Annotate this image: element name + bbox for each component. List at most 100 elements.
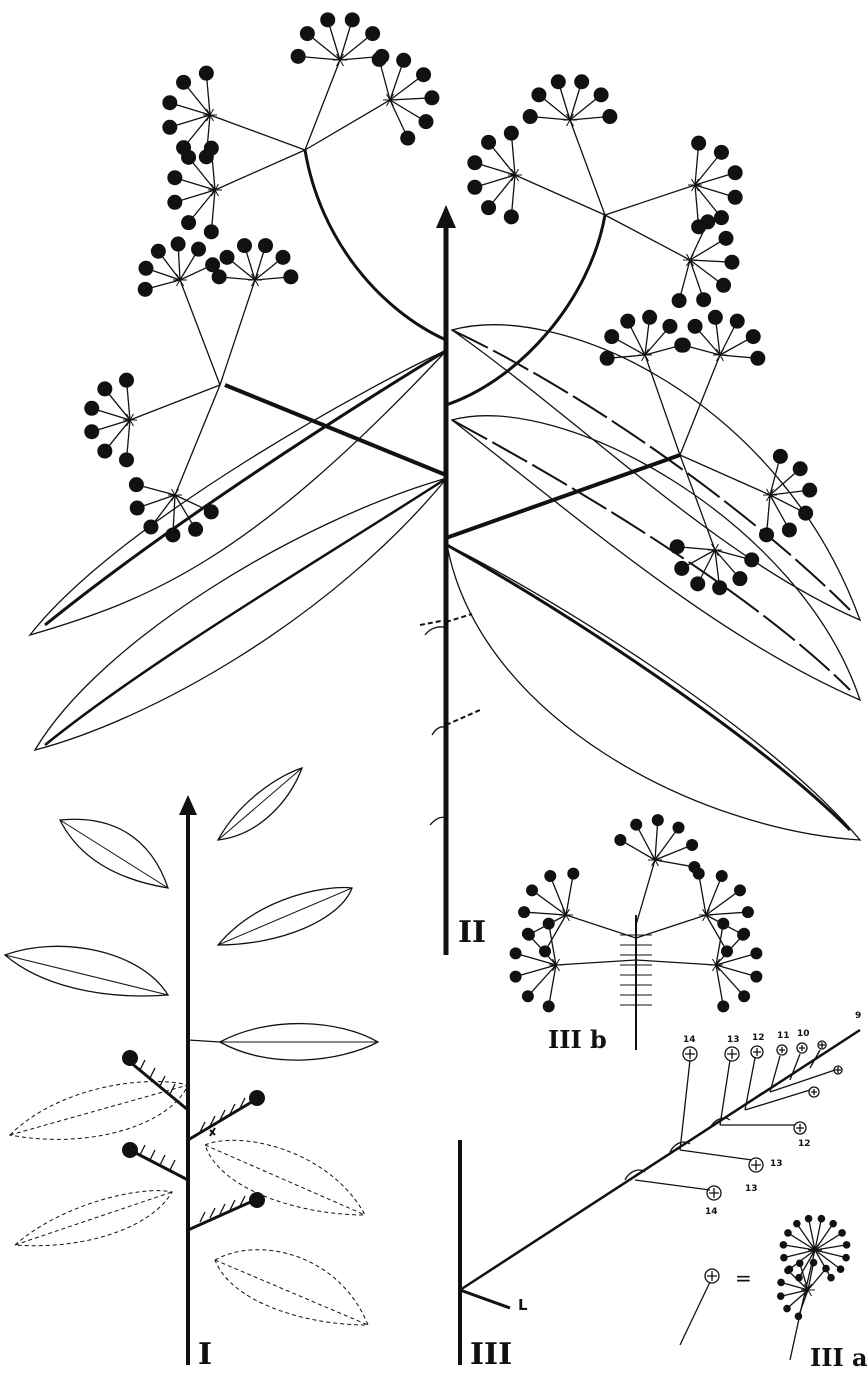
flower-dot — [715, 870, 728, 883]
flower-dot — [604, 329, 620, 345]
flower-dot — [526, 884, 539, 897]
flower-dot — [642, 309, 658, 325]
umbel — [467, 125, 522, 225]
flower-dot — [707, 309, 723, 325]
flower-dot — [518, 906, 531, 919]
flower-dot — [780, 1253, 788, 1262]
flower-dot — [712, 580, 728, 596]
flower-dot — [503, 125, 519, 141]
flower-dot — [176, 74, 192, 90]
flower-dot — [396, 52, 412, 68]
flower-dot — [290, 48, 306, 64]
flower-dot — [481, 134, 497, 150]
flower-dot — [804, 1214, 813, 1223]
flower-dot — [745, 329, 761, 345]
leaf-II-2 — [33, 476, 449, 752]
branch-II-left-upper — [303, 149, 447, 342]
inflorescence-II-c — [514, 119, 696, 261]
label-L: L — [518, 1296, 528, 1314]
umbel — [614, 814, 701, 873]
umbel — [692, 867, 754, 958]
number-label: 11 — [777, 1031, 790, 1041]
flower-dot — [481, 200, 497, 216]
label-figure-II: II — [458, 915, 487, 950]
inflorescence-II-b — [129, 279, 256, 496]
flower-dot — [662, 318, 678, 334]
number-label: 12 — [752, 1033, 765, 1043]
inflorescence-II-d — [644, 354, 771, 551]
number-label: 14 — [705, 1207, 718, 1217]
equals-sign: = — [735, 1266, 752, 1290]
flower-dot — [809, 1258, 818, 1267]
flower-dot — [424, 90, 440, 106]
flower-dot — [509, 947, 522, 960]
number-label: 9 — [855, 1011, 862, 1021]
flower-dot — [599, 350, 615, 366]
flower-dot — [688, 860, 701, 873]
umbel — [518, 867, 580, 958]
flower-dot — [119, 372, 135, 388]
flower-dot — [630, 818, 643, 831]
flower-dot — [817, 1214, 826, 1223]
figure-I — [3, 766, 380, 1365]
number-label: 12 — [798, 1139, 811, 1149]
flower-dot — [167, 170, 183, 186]
figure-III — [458, 1028, 861, 1365]
flower-dot — [842, 1241, 851, 1249]
flower-dot — [620, 313, 636, 329]
flower-dot — [203, 140, 219, 156]
flower-dot — [521, 927, 534, 940]
flower-dot — [750, 350, 766, 366]
flower-dot — [509, 970, 522, 983]
umbels-IIIa — [776, 1214, 851, 1321]
number-label: 13 — [770, 1159, 783, 1169]
flower-dot — [744, 552, 760, 568]
flower-dot — [167, 194, 183, 210]
flower-dot — [203, 504, 219, 520]
flower-dot — [138, 260, 154, 276]
figure-II — [28, 59, 862, 955]
flower-dot — [738, 990, 751, 1003]
flower-dot — [162, 119, 178, 135]
label-figure-III: III — [470, 1337, 513, 1372]
flower-dot — [717, 1000, 730, 1013]
flower-dot — [802, 482, 818, 498]
flower-dot — [724, 254, 740, 270]
flower-dot — [181, 215, 197, 231]
number-label: 10 — [797, 1029, 810, 1039]
leaf-I-dashed-2 — [204, 1139, 366, 1216]
flower-dot — [794, 1312, 803, 1321]
number-label: 13 — [727, 1035, 740, 1045]
flower-dot — [793, 1219, 801, 1228]
number-label: 13 — [745, 1184, 758, 1194]
flower-dot — [838, 1229, 846, 1237]
umbel — [84, 372, 137, 468]
inflorescence-II-a — [209, 59, 391, 191]
flower-dot — [672, 821, 685, 834]
flower-dot — [143, 519, 159, 535]
umbel — [779, 1214, 851, 1282]
flower-dot — [836, 1265, 845, 1274]
flower-dot — [283, 269, 299, 285]
flower-dot — [690, 576, 706, 592]
flower-dot — [550, 74, 566, 90]
flower-dot — [700, 214, 716, 230]
flower-dot — [795, 1259, 804, 1268]
umbels-II — [84, 12, 818, 596]
umbel — [688, 135, 743, 235]
flower-dot — [781, 522, 797, 538]
flower-dot — [777, 1278, 785, 1287]
flower-dot — [727, 189, 743, 205]
flower-dot — [119, 452, 135, 468]
flower-dot — [400, 130, 416, 146]
flower-dot — [792, 461, 808, 477]
flower-dot — [137, 281, 153, 297]
arrow-II — [436, 205, 456, 228]
flower-dot — [750, 947, 763, 960]
flower-dot — [829, 1219, 837, 1228]
flower-dot — [503, 209, 519, 225]
flower-dot — [522, 109, 538, 125]
flower-dot — [729, 313, 745, 329]
flower-dot — [593, 87, 609, 103]
